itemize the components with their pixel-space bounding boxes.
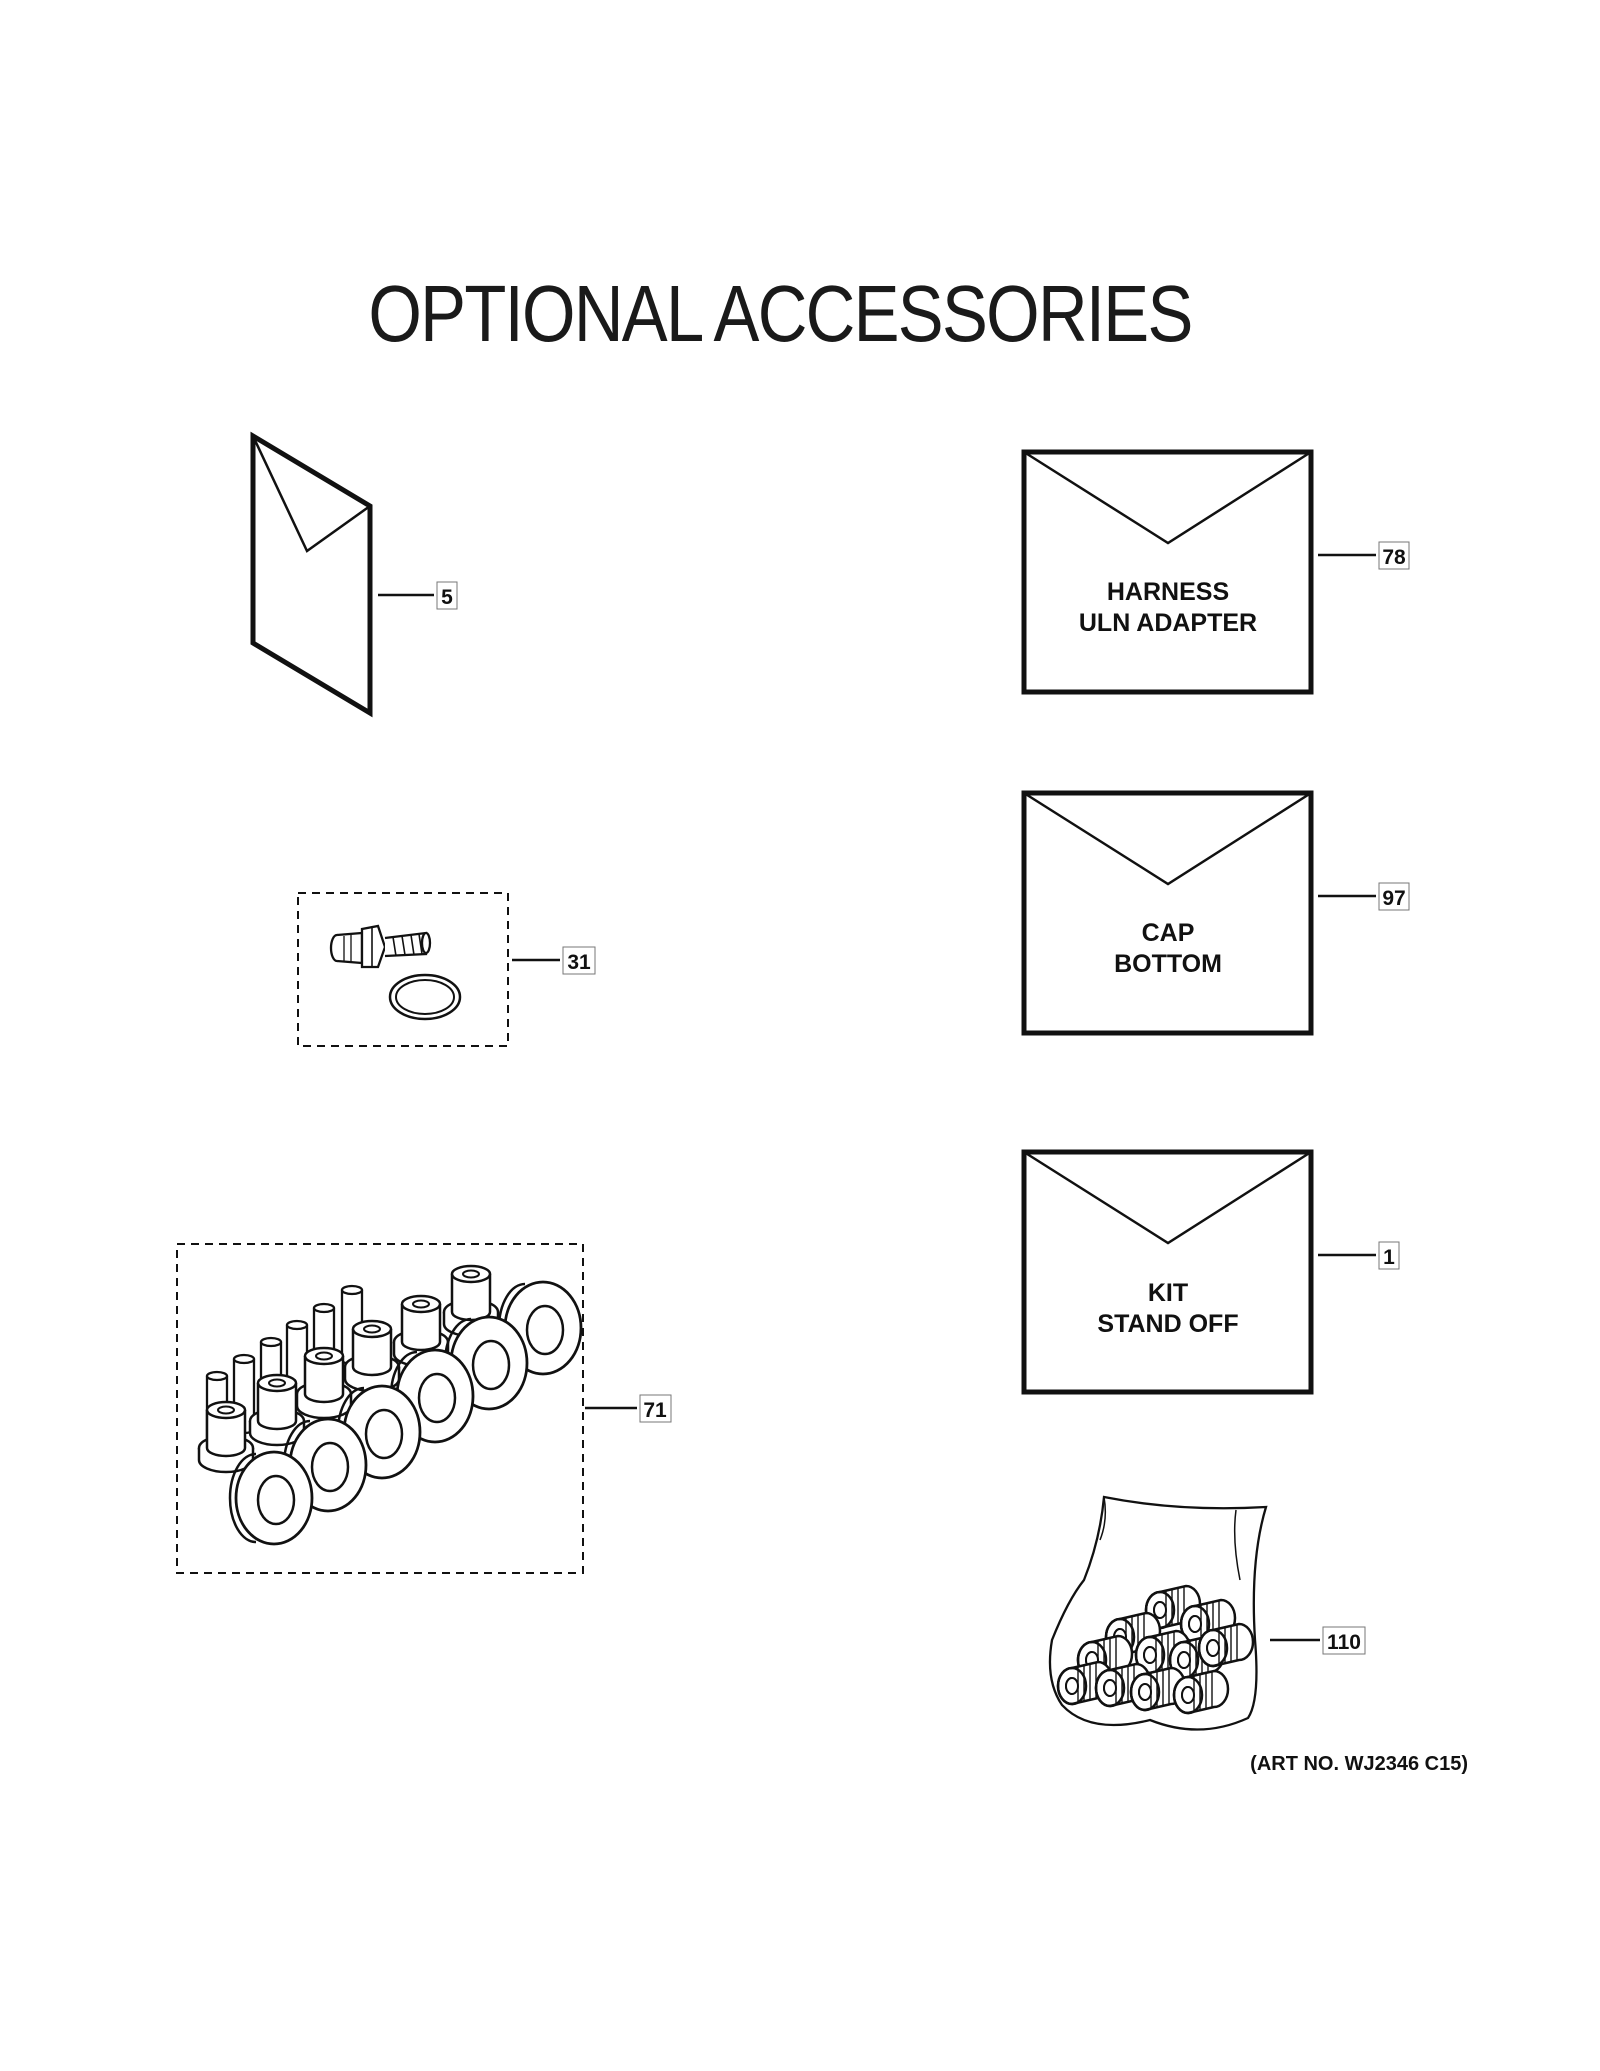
cap-envelope: CAP BOTTOM: [1021, 790, 1314, 1036]
hose-fitting-icon: [329, 924, 432, 969]
callout-box-71: [639, 1394, 672, 1423]
callout-box-5: [436, 581, 458, 610]
callout-box-78: [1378, 541, 1410, 570]
harness-envelope-line1: HARNESS: [1107, 578, 1229, 606]
callout-box-110: [1322, 1626, 1366, 1655]
harness-envelope-line2: ULN ADAPTER: [1079, 609, 1257, 637]
o-ring-icon: [388, 973, 462, 1021]
callout-box-31: [562, 946, 596, 975]
callout-78: 78: [1382, 546, 1406, 569]
dashed-kit-border-71: [176, 1243, 584, 1574]
callout-97: 97: [1382, 887, 1405, 910]
callout-box-1: [1378, 1241, 1400, 1270]
callout-110: 110: [1327, 1631, 1361, 1654]
callout-1: 1: [1383, 1246, 1395, 1269]
page-title: OPTIONAL ACCESSORIES: [368, 269, 1193, 358]
kit-envelope-line2: STAND OFF: [1097, 1310, 1238, 1338]
cap-envelope-line1: CAP: [1142, 919, 1195, 947]
standoff-kit-parts-icon: [197, 1264, 583, 1546]
dashed-kit-border-31: [297, 892, 509, 1047]
bag-of-standoffs-icon: [1048, 1495, 1268, 1731]
cap-envelope-line2: BOTTOM: [1114, 950, 1222, 978]
callout-31: 31: [567, 951, 591, 974]
callout-box-97: [1378, 882, 1410, 911]
kit-envelope-line1: KIT: [1148, 1279, 1188, 1307]
callout-5: 5: [441, 586, 453, 609]
kit-envelope: KIT STAND OFF: [1021, 1149, 1314, 1395]
art-number: (ART NO. WJ2346 C15): [1250, 1753, 1468, 1775]
callout-71: 71: [643, 1399, 667, 1422]
manual-sheet-icon: [250, 431, 373, 718]
harness-envelope: HARNESS ULN ADAPTER: [1021, 449, 1314, 695]
